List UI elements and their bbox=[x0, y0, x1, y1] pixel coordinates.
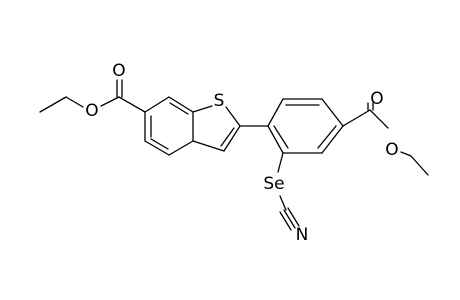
bond-ph-1 bbox=[267, 98, 284, 127]
atom-o-carbonyl-right: O bbox=[370, 89, 383, 109]
atom-o-ester-left: O bbox=[85, 101, 98, 121]
bond-se-c bbox=[279, 195, 287, 211]
bond-cn-1 bbox=[283, 209, 296, 229]
bond-carbonyl-ring-left bbox=[118, 96, 146, 113]
bond-benz-4 bbox=[168, 140, 194, 156]
atom-o-carbonyl-left: O bbox=[112, 61, 125, 81]
bond-ph-6 bbox=[267, 125, 284, 154]
atom-sulfur: S bbox=[214, 91, 225, 111]
bond-thio-s2 bbox=[225, 106, 241, 127]
bond-thio-c3 bbox=[223, 125, 241, 152]
bond-ethyl-left-1 bbox=[39, 96, 67, 113]
atom-o-ester-right: O bbox=[385, 140, 398, 160]
bond-benz-inner-1 bbox=[169, 102, 189, 115]
bond-ethyl-right-2 bbox=[410, 155, 429, 176]
bond-cn-3 bbox=[279, 211, 292, 231]
bond-benz-2 bbox=[168, 96, 194, 113]
bond-thio-c3a bbox=[192, 140, 225, 152]
bond-ph-4 bbox=[321, 125, 344, 154]
atom-nitrogen: N bbox=[296, 225, 309, 245]
bond-ph-inner-2 bbox=[317, 125, 337, 149]
bond-o-carbon-left bbox=[100, 96, 120, 107]
bond-ring-carbonyl-right bbox=[342, 109, 371, 127]
bond-ph-inner-3 bbox=[273, 125, 289, 149]
bond-o-carbon-right bbox=[369, 109, 389, 129]
bond-benz-1 bbox=[144, 96, 170, 113]
bond-benz-inner-2 bbox=[150, 138, 169, 150]
bond-benz-5 bbox=[144, 140, 170, 156]
bond-c-se bbox=[277, 152, 284, 173]
bond-thio-s1 bbox=[192, 105, 213, 113]
bond-cn-2 bbox=[287, 207, 300, 227]
bond-ethyl-right-1 bbox=[400, 151, 412, 157]
bond-thio-c3-inner bbox=[220, 127, 235, 147]
bond-ph-3 bbox=[321, 98, 344, 127]
atom-selenium: Se bbox=[263, 174, 284, 194]
bond-ethyl-left-2 bbox=[65, 96, 84, 108]
